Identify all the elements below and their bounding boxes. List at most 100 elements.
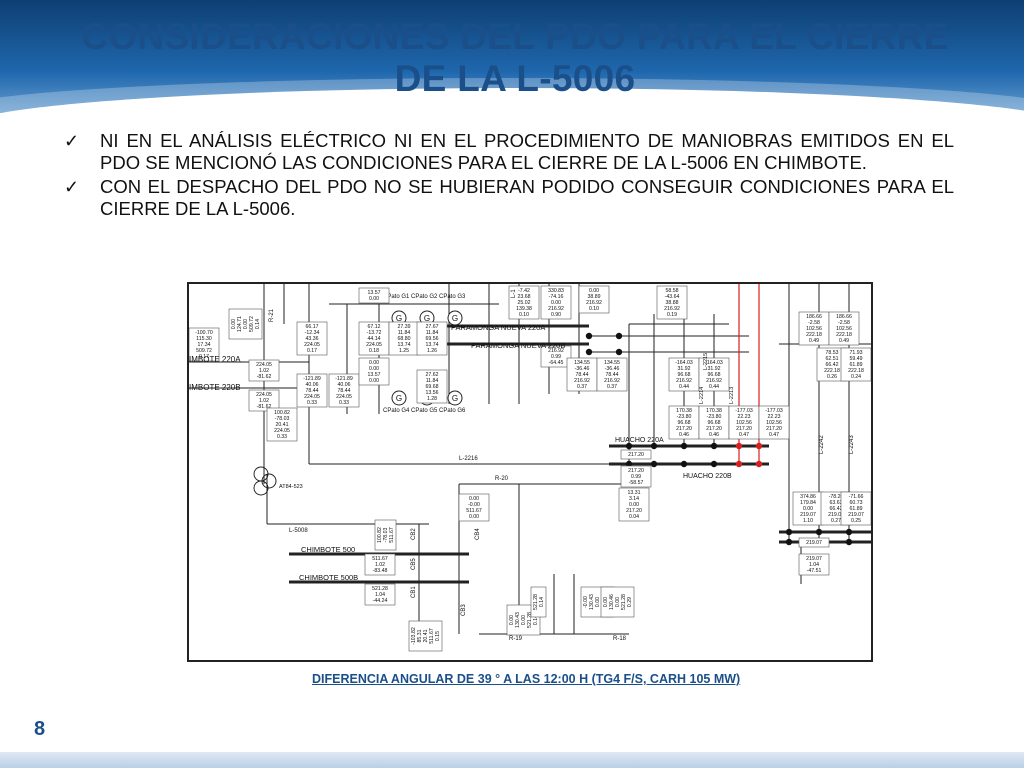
generator-glyph: G [452,314,458,323]
value-box-text: 0.18 [369,348,379,354]
value-box-text: 63.63 [830,500,843,506]
value-box-text: -78.03 [275,416,290,422]
value-box-text: 0.00 [551,300,561,306]
value-box-text: 27.67 [426,324,439,330]
value-box-text: 1.04 [809,562,819,568]
value-box-frame [620,465,652,488]
slide-title-line2: DE LA L-5006 [394,58,636,99]
value-box-text: 1.02 [259,368,269,374]
value-box-text: 13.57 [368,290,381,296]
label-r21: R-21 [269,308,275,322]
value-box-text: -164.03 [705,360,723,366]
value-box: 13.570.00 [358,287,390,304]
value-box-text: 216.92 [574,378,590,384]
value-box-text: 217.20 [706,426,722,432]
generator-glyph: G [396,314,402,323]
value-box-text: 31.92 [708,366,721,372]
breaker-dot [615,332,623,340]
value-box-text: 0.33 [339,400,349,406]
value-box-text: 521.28 [372,586,388,592]
value-box-text: 0.14 [255,319,261,329]
value-box-frame [840,491,871,526]
value-box-text: 134.55 [604,360,620,366]
value-box-text: 219.07 [828,512,844,518]
value-box: 219.071.04-47.51 [798,553,830,576]
value-box-text: 216.92 [664,306,680,312]
label-l2216: L-2216 [459,456,478,462]
value-box-text: 216.92 [604,378,620,384]
value-box-text: 224.05 [304,394,320,400]
value-box-frame [416,321,448,356]
generator-glyph: G [452,394,458,403]
value-box-text: 0.00 [803,506,813,512]
value-box-text: -7.42 [518,288,530,294]
value-box-text: 22.23 [768,414,781,420]
value-box-text: 3.14 [629,496,639,502]
value-box-text: 0.00 [469,496,479,502]
value-box-frame [374,519,397,551]
breaker-dot [680,460,688,468]
value-box: 217.200.99-58.57 [620,465,652,488]
value-box-text: 78.44 [306,388,319,394]
breaker-dot [710,460,718,468]
value-box-text: -78.03 [383,528,389,543]
bullet-text: NI EN EL ANÁLISIS ELÉCTRICO NI EN EL PRO… [100,130,954,173]
value-box-text: 71.93 [850,350,863,356]
value-box-text: 0.10 [589,306,599,312]
value-box-text: 69.68 [426,384,439,390]
generator-label: CPato G5 [411,408,438,414]
value-box-text: 511.67 [389,527,395,543]
breaker-dot [625,460,633,468]
value-box-text: 62.51 [826,356,839,362]
value-box-frame [728,405,760,440]
label-l2243: L-2243 [849,435,855,454]
value-box-frame [540,285,572,320]
label-l2242: L-2242 [819,435,825,454]
value-box-text: 66.17 [306,324,319,330]
value-box-text: 78.44 [606,372,619,378]
label-cb4: CB4 [475,528,481,540]
value-box-text: 40.06 [338,382,351,388]
value-box-text: 96.68 [678,420,691,426]
value-box-text: 102.56 [806,326,822,332]
value-box-text: 38.89 [588,294,601,300]
value-box-text: -83.48 [373,568,388,574]
value-box-text: -2.58 [808,320,820,326]
value-box-text: 170.38 [706,408,722,414]
value-box-text: 69.56 [426,336,439,342]
value-box-text: -64.45 [549,360,564,366]
breaker-dot [845,538,853,546]
bullet-item: ✓ CON EL DESPACHO DEL PDO NO SE HUBIERAN… [64,176,954,220]
value-box-frame [508,285,540,320]
value-box-text: 78.44 [338,388,351,394]
value-box: 224.051.02-81.62 [248,359,280,382]
value-box-text: 0.44 [709,384,719,390]
label-paramonga-a: PARAMONGA NUEVA 220A [451,323,545,332]
value-box-text: 0.00 [231,319,237,329]
generator-icon [391,390,407,406]
value-box-text: 17.34 [198,342,211,348]
value-box-frame [618,487,650,522]
value-box-text: 1.25 [399,348,409,354]
value-box-text: 96.68 [708,372,721,378]
value-box-frame [248,359,280,382]
value-box-frame [798,537,830,548]
value-box-text: 139.38 [516,306,532,312]
breaker-dot [585,332,593,340]
value-box-text: 0.37 [577,384,587,390]
